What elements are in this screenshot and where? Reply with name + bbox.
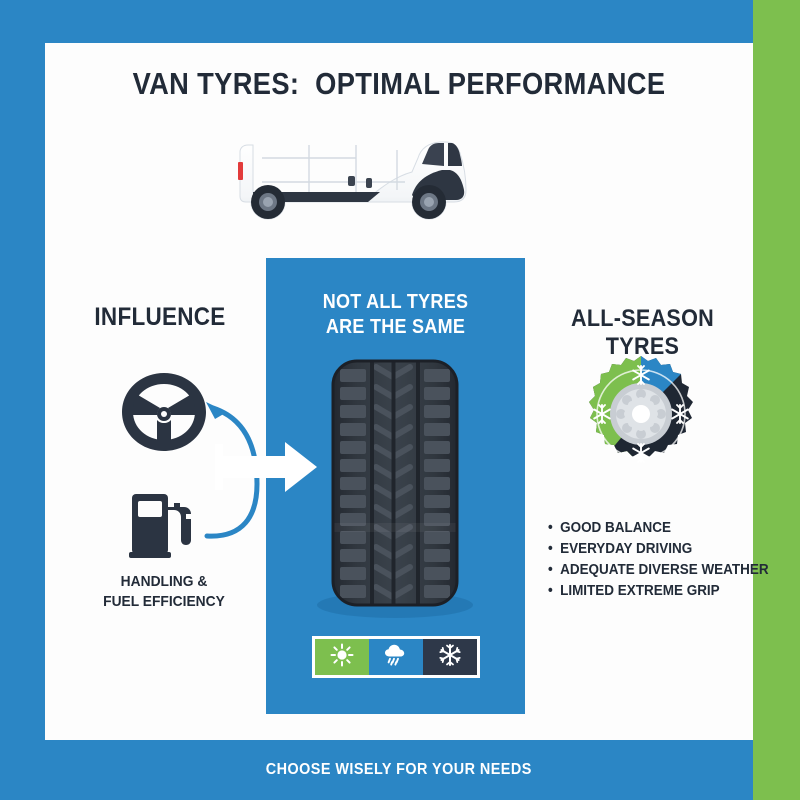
center-card-title: NOT ALL TYRES ARE THE SAME xyxy=(279,290,512,340)
page-title: VAN TYRES: OPTIMAL PERFORMANCE xyxy=(132,66,666,101)
curved-arrow-left xyxy=(204,405,260,539)
green-side-band xyxy=(753,0,800,800)
list-item: • ADEQUATE DIVERSE WEATHER xyxy=(548,560,769,581)
influence-heading: INFLUENCE xyxy=(94,303,226,331)
tyre-track-lines xyxy=(158,198,638,241)
all-season-heading: ALL-SEASON TYRES xyxy=(570,305,715,360)
bullet-dot: • xyxy=(548,520,553,536)
bullet-dot: • xyxy=(548,583,553,599)
sun-tile xyxy=(315,639,369,675)
weather-condition-strip xyxy=(312,636,480,678)
footer-bar: CHOOSE WISELY FOR YOUR NEEDS xyxy=(45,740,753,800)
list-item: • LIMITED EXTREME GRIP xyxy=(548,581,739,602)
snowflake-icon xyxy=(438,643,462,672)
van-illustration xyxy=(150,120,650,250)
rain-tile xyxy=(369,639,423,675)
bullet-label: ADEQUATE DIVERSE WEATHER xyxy=(560,562,769,578)
sun-icon xyxy=(330,643,354,672)
rain-cloud-icon xyxy=(383,643,409,672)
list-item: • EVERYDAY DRIVING xyxy=(548,539,739,560)
all-season-wheel-icon xyxy=(580,353,702,475)
bullet-label: EVERYDAY DRIVING xyxy=(560,541,693,557)
white-delivery-van xyxy=(238,141,467,220)
curved-arrow-head xyxy=(206,402,227,419)
bullet-label: LIMITED EXTREME GRIP xyxy=(560,583,720,599)
all-season-bullet-list: • GOOD BALANCE • EVERYDAY DRIVING • ADEQUAT… xyxy=(548,518,769,602)
fuel-pump-icon xyxy=(128,488,194,560)
steering-wheel-icon xyxy=(119,370,209,455)
influence-caption: HANDLING & FUEL EFFICIENCY xyxy=(68,572,259,612)
influence-arrows xyxy=(185,388,330,553)
center-title-line1: NOT ALL TYRES xyxy=(322,291,469,313)
bullet-dot: • xyxy=(548,562,553,578)
list-item: • GOOD BALANCE xyxy=(548,518,739,539)
influence-caption-line2: FUEL EFFICIENCY xyxy=(103,593,225,610)
footer-text: CHOOSE WISELY FOR YOUR NEEDS xyxy=(265,761,532,778)
influence-caption-line1: HANDLING & xyxy=(120,573,208,590)
bullet-label: GOOD BALANCE xyxy=(560,520,671,536)
snow-tile xyxy=(423,639,477,675)
arrow-right xyxy=(215,442,317,492)
center-title-line2: ARE THE SAME xyxy=(325,316,466,338)
bullet-dot: • xyxy=(548,541,553,557)
vertical-tyre-tread xyxy=(300,355,490,620)
